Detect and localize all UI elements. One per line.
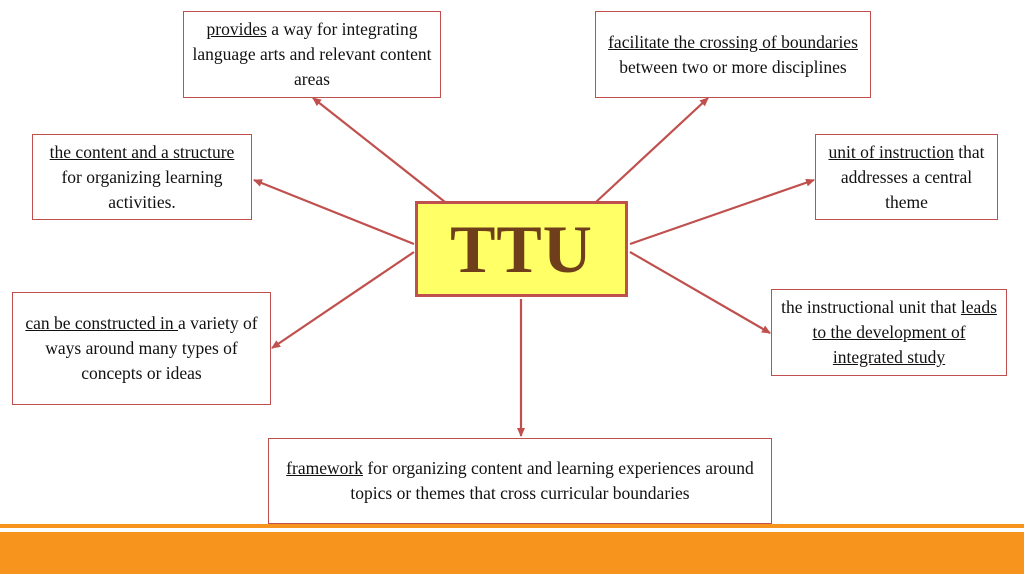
footer-bar [0, 532, 1024, 574]
box-low-right-text: the instructional unit that [781, 297, 961, 317]
arrow-to-top-right [595, 97, 709, 203]
box-low-left-text: a variety of ways around many types of c… [45, 313, 258, 383]
box-top-right-text: between two or more disciplines [619, 56, 847, 77]
box-mid-left: the content and a structure for organizi… [32, 134, 252, 220]
box-low-left: can be constructed in a variety of ways … [12, 292, 271, 405]
box-mid-right-text: that addresses a central theme [840, 141, 985, 212]
footer-divider [0, 524, 1024, 528]
center-title: TTU [450, 210, 593, 287]
box-bottom-text: for organizing content and learning expe… [350, 458, 754, 503]
center-node: TTU [415, 201, 628, 297]
box-top-left: provides a way for integrating language … [183, 11, 441, 98]
box-top-right: facilitate the crossing of boundaries be… [595, 11, 871, 98]
box-top-left-text: a way for integrating language arts and … [192, 19, 432, 89]
arrow-to-low-left [271, 251, 415, 349]
box-bottom-underlined: framework [286, 458, 363, 478]
arrow-to-top-left [312, 97, 446, 203]
box-top-right-underlined: facilitate the crossing of boundaries [608, 31, 858, 52]
arrow-to-low-right [629, 251, 771, 334]
box-mid-left-underlined: the content and a structure [49, 141, 235, 162]
box-low-right: the instructional unit that leads to the… [771, 289, 1007, 376]
arrow-to-mid-left [253, 178, 415, 246]
box-mid-left-text: for organizing learning activities. [61, 166, 223, 212]
box-top-left-underlined: provides [206, 19, 267, 39]
box-mid-right: unit of instruction that addresses a cen… [815, 134, 998, 220]
box-bottom: framework for organizing content and lea… [268, 438, 772, 524]
arrow-to-mid-right [629, 178, 815, 246]
box-mid-right-underlined: unit of instruction [828, 141, 954, 162]
box-low-right-underlined: leads to the development of integrated s… [812, 297, 997, 367]
box-low-left-underlined: can be constructed in [25, 313, 178, 333]
